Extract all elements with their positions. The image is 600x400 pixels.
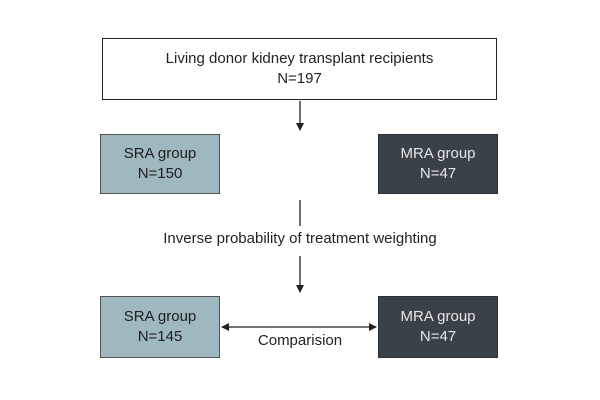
sra-group-box-after: SRA group N=145	[100, 296, 220, 358]
sra-group-box-before: SRA group N=150	[100, 134, 220, 194]
sra-group-count: N=150	[137, 165, 183, 182]
sra-group-label: SRA group	[123, 145, 197, 162]
top-box-recipients: Living donor kidney transplant recipient…	[102, 38, 497, 100]
mra-group-box-before: MRA group N=47	[378, 134, 498, 194]
comparison-label: Comparision	[257, 332, 343, 349]
weighting-label: Inverse probability of treatment weighti…	[148, 230, 452, 247]
mra-group-count: N=47	[419, 165, 457, 182]
mra-group-count: N=47	[419, 328, 457, 345]
top-box-count: N=197	[277, 70, 322, 87]
sra-group-label: SRA group	[123, 308, 197, 325]
mra-group-label: MRA group	[400, 145, 476, 162]
top-box-title: Living donor kidney transplant recipient…	[165, 50, 434, 67]
mra-group-label: MRA group	[400, 308, 476, 325]
sra-group-count: N=145	[137, 328, 183, 345]
mra-group-box-after: MRA group N=47	[378, 296, 498, 358]
